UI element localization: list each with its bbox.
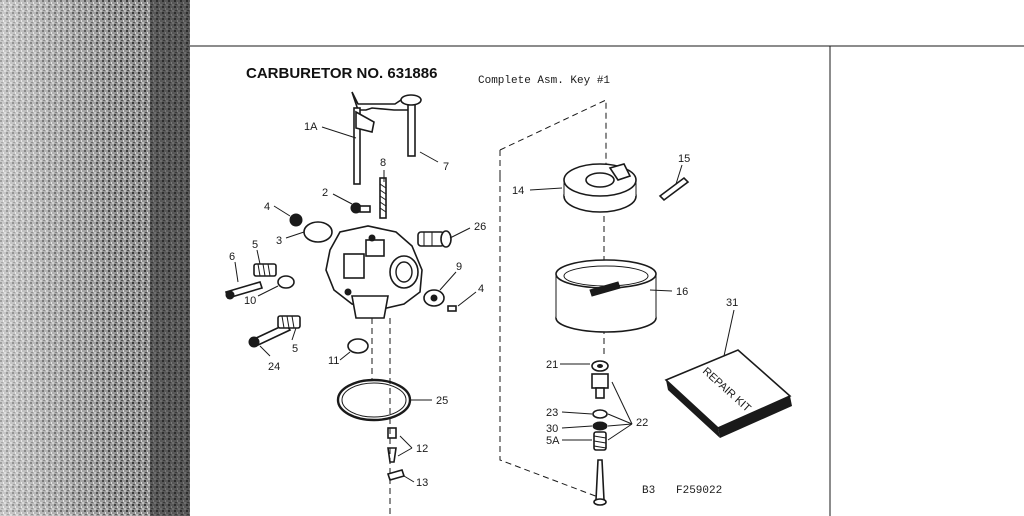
callout-15: 15 xyxy=(678,153,690,165)
throttle-plate-part-3 xyxy=(303,221,333,243)
callout-5-upper: 5 xyxy=(252,239,258,251)
diagram-subtitle: Complete Asm. Key #1 xyxy=(478,75,610,87)
scan-edge xyxy=(0,0,190,516)
o-ring-part-10 xyxy=(277,275,295,289)
callout-8: 8 xyxy=(380,157,386,169)
footer-code-right: F259022 xyxy=(676,485,722,497)
repair-kit-part-31: REPAIR KIT xyxy=(664,349,792,438)
gasket-part-25 xyxy=(336,378,412,422)
screw-part-2 xyxy=(350,202,371,214)
callout-2: 2 xyxy=(322,187,328,199)
callout-6: 6 xyxy=(229,251,235,263)
washer-part-23 xyxy=(592,409,608,419)
float-bowl-cover-part-14 xyxy=(563,163,637,213)
fuel-fitting-part-26 xyxy=(417,230,452,248)
callout-9: 9 xyxy=(456,261,462,273)
throttle-shaft-part-1A xyxy=(351,91,417,185)
choke-plate-part-9 xyxy=(423,289,445,307)
callout-31: 31 xyxy=(726,297,738,309)
callouts-right: 14 15 16 31 21 22 23 30 5A xyxy=(512,153,738,447)
carburetor-body xyxy=(325,225,423,319)
callout-3: 3 xyxy=(276,235,282,247)
needle-valve-part-12 xyxy=(387,427,397,463)
callout-4-lower: 4 xyxy=(478,283,484,295)
callout-22: 22 xyxy=(636,417,648,429)
diagram-title: CARBURETOR NO. 631886 xyxy=(246,65,437,82)
footer-code-left: B3 xyxy=(642,485,655,497)
callout-13: 13 xyxy=(416,477,428,489)
callout-21: 21 xyxy=(546,359,558,371)
choke-shaft-part-7 xyxy=(400,94,422,157)
washer-part-21 xyxy=(591,360,609,372)
leader-lines-right xyxy=(529,164,735,441)
spring-part-5-upper xyxy=(253,263,277,277)
leader-lines-left xyxy=(234,126,477,483)
callout-7: 7 xyxy=(443,161,449,173)
page-frame xyxy=(190,45,1024,516)
callout-23: 23 xyxy=(546,407,558,419)
needle-part-bottom xyxy=(593,459,607,506)
callout-5-lower: 5 xyxy=(292,343,298,355)
callout-24: 24 xyxy=(268,361,280,373)
callouts-left: 1A 7 8 2 4 3 26 6 5 10 9 4 5 24 11 25 12… xyxy=(229,121,486,489)
needle-part-6 xyxy=(224,281,264,300)
callout-16: 16 xyxy=(676,286,688,298)
callout-1A: 1A xyxy=(304,121,318,133)
assembly-guides-left xyxy=(371,318,391,516)
callout-11: 11 xyxy=(328,355,339,367)
callout-25: 25 xyxy=(436,395,448,407)
screw-part-4-upper xyxy=(289,213,303,227)
spring-part-8 xyxy=(379,177,387,219)
needle-part-24 xyxy=(248,322,292,348)
callout-26: 26 xyxy=(474,221,486,233)
callout-5A: 5A xyxy=(546,435,560,447)
spring-part-5A xyxy=(593,431,607,451)
callout-10: 10 xyxy=(244,295,256,307)
callout-30: 30 xyxy=(546,423,558,435)
pin-part-15 xyxy=(658,176,690,202)
fitting-part-22 xyxy=(591,373,609,399)
callout-12: 12 xyxy=(416,443,428,455)
callout-14: 14 xyxy=(512,185,524,197)
spring-part-5-lower xyxy=(277,315,301,329)
plug-part-11 xyxy=(347,338,369,354)
washer-part-30 xyxy=(592,421,608,431)
float-part-16 xyxy=(555,259,657,333)
screw-part-4-lower xyxy=(447,305,457,312)
callout-4-upper: 4 xyxy=(264,201,270,213)
